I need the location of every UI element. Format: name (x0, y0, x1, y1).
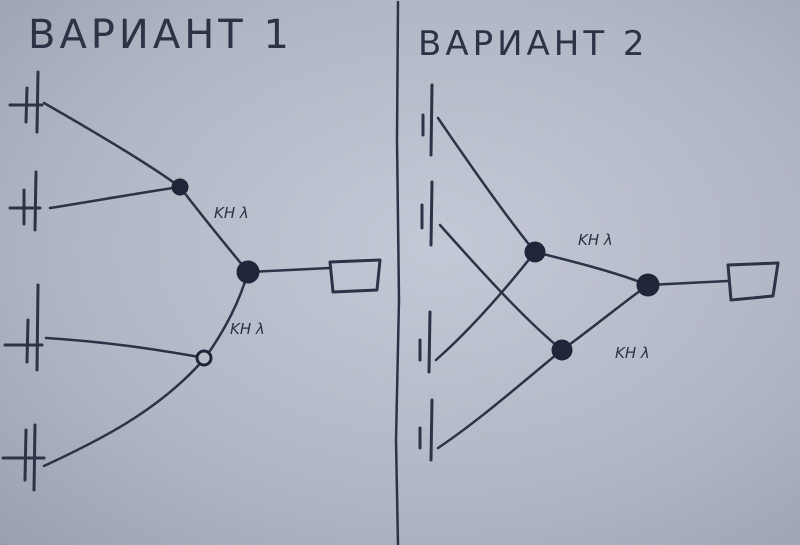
variant-divider (394, 0, 401, 545)
link-label-1-bottom: ΚΗ λ (230, 320, 265, 338)
source-2-2 (420, 180, 434, 247)
source-2-3 (418, 310, 432, 374)
node-2-b (551, 339, 573, 361)
node-1-a (171, 178, 189, 196)
variant-1-edges (42, 101, 332, 468)
variant-1: ВАРИАНТ 1 ΚΗ λ (1, 12, 382, 492)
node-1-hub (236, 260, 260, 284)
source-1-2 (8, 170, 42, 232)
load-box-1 (328, 258, 382, 294)
source-2-4 (418, 398, 434, 462)
source-2-1 (421, 83, 434, 157)
variant-1-title: ВАРИАНТ 1 (28, 12, 293, 58)
source-1-3 (3, 283, 44, 372)
node-2-hub (636, 273, 660, 297)
variant-2: ВАРИАНТ 2 ΚΗ λ (418, 24, 780, 462)
load-box-2 (726, 261, 780, 302)
node-1-b (195, 349, 213, 367)
node-2-a (524, 241, 546, 263)
link-label-2-top: ΚΗ λ (578, 231, 613, 249)
link-label-1-top: ΚΗ λ (214, 204, 249, 222)
variant-2-title: ВАРИАНТ 2 (418, 24, 649, 64)
variant-2-edges (434, 116, 730, 450)
source-1-1 (8, 70, 44, 134)
link-label-2-bottom: ΚΗ λ (615, 344, 650, 362)
source-1-4 (1, 423, 46, 492)
